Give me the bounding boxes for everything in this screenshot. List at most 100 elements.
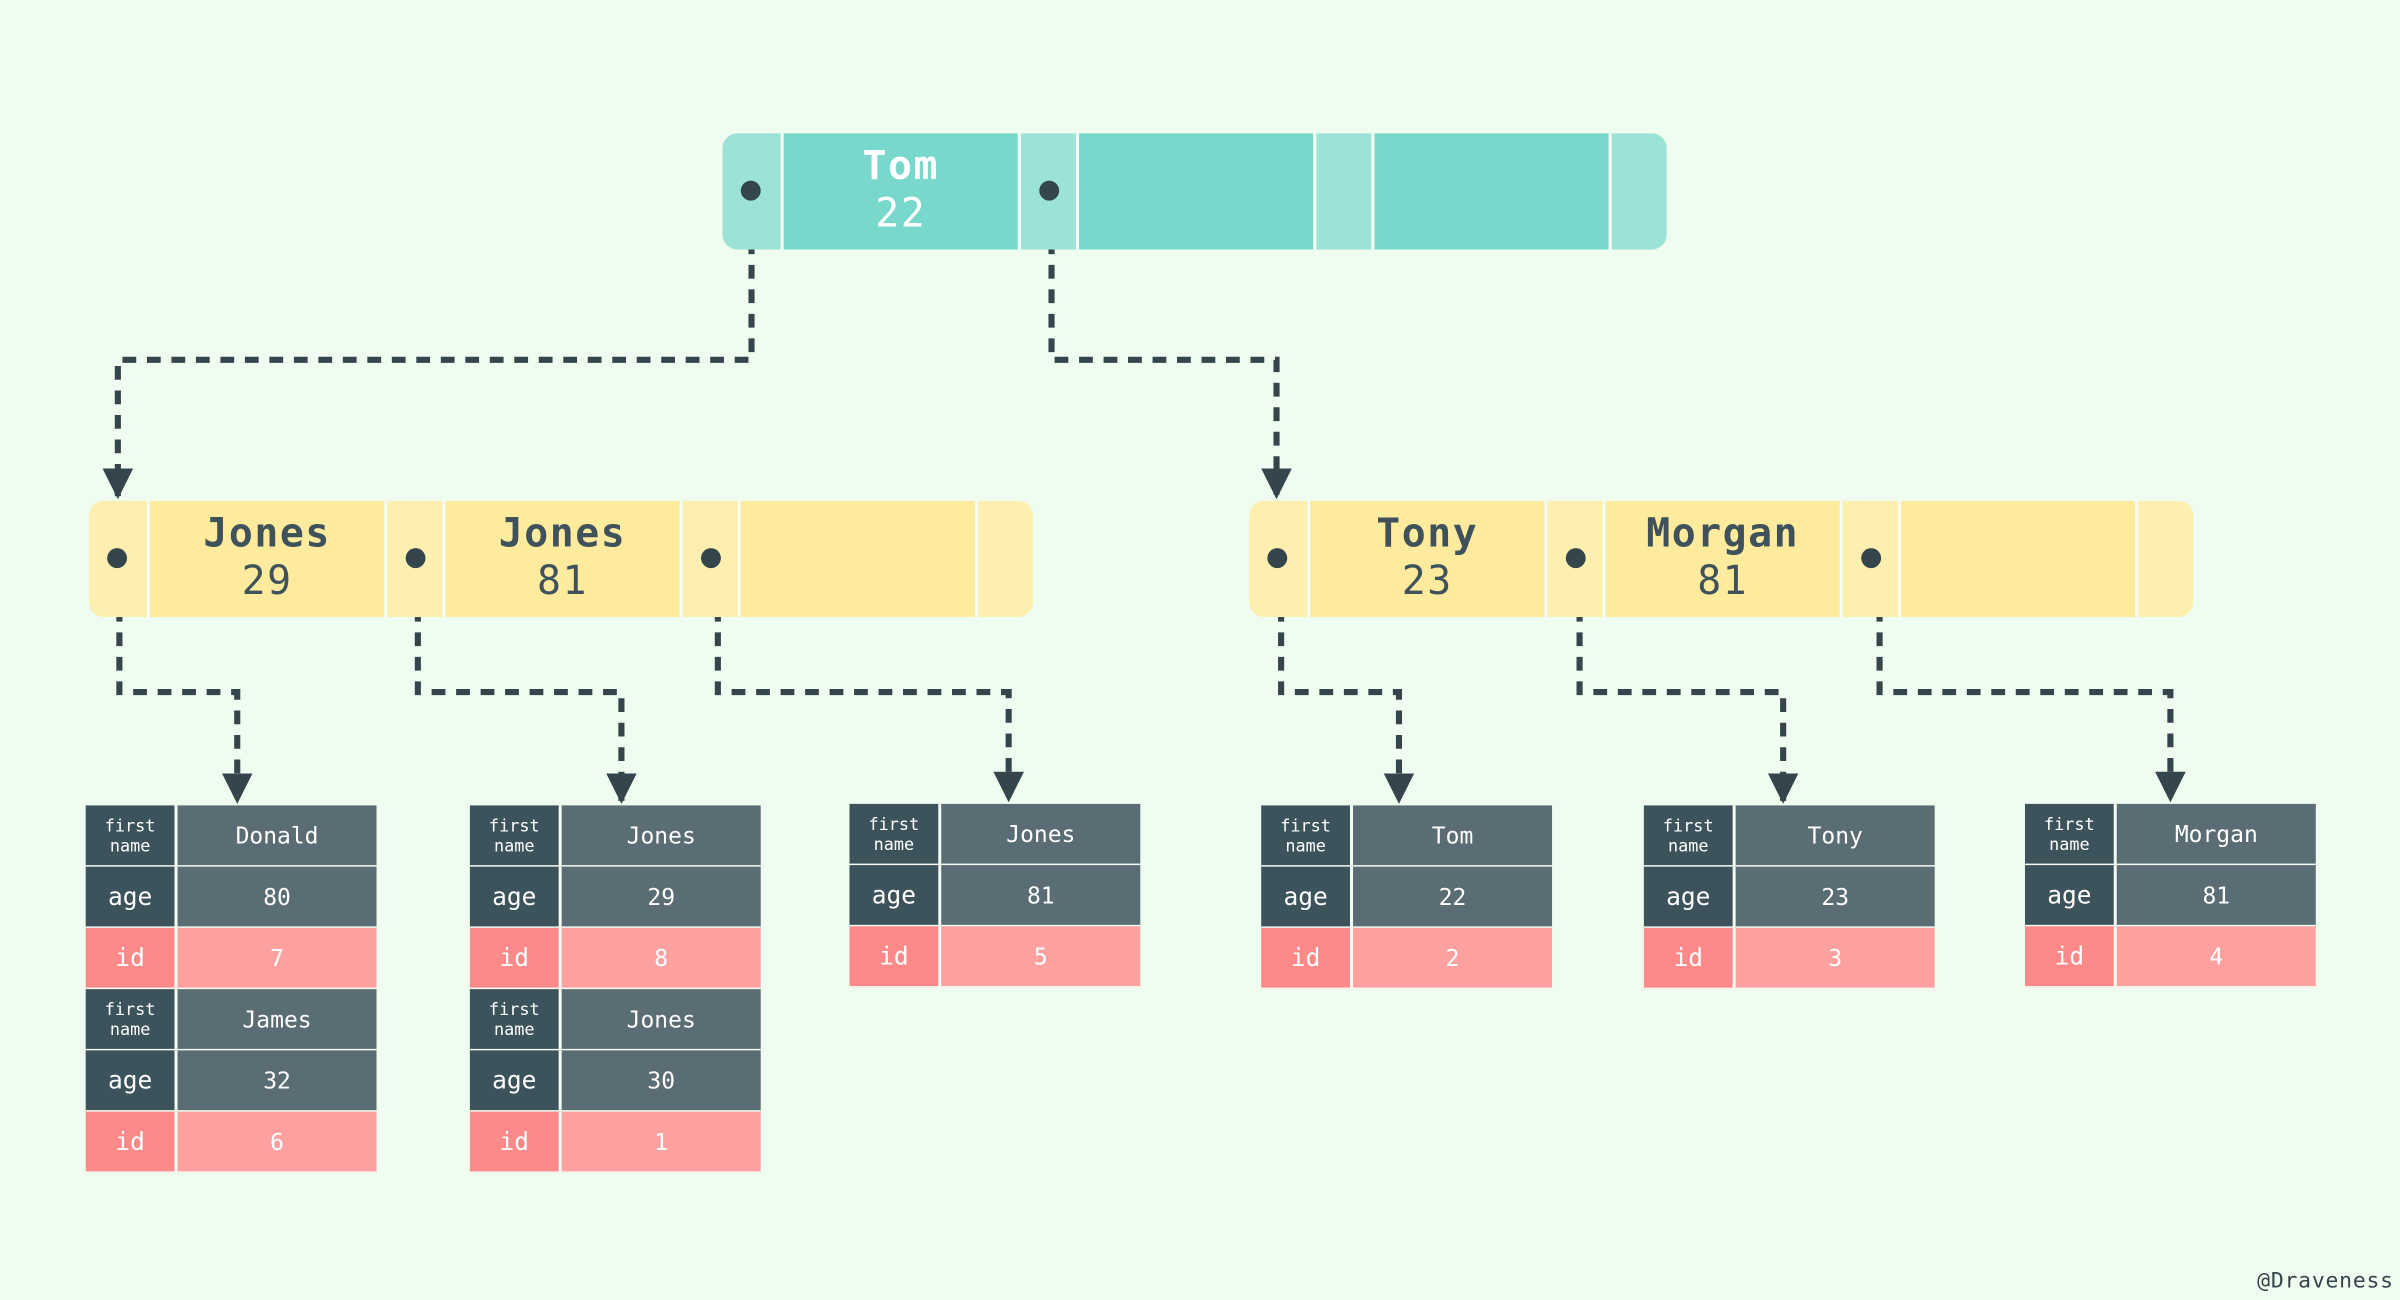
id-label: id: [1643, 927, 1736, 990]
age-value: 22: [1353, 866, 1553, 928]
arrow-root-to-left: [102, 191, 755, 500]
id-label: id: [469, 927, 562, 990]
pointer-dot: [107, 548, 128, 569]
id-label: id: [849, 926, 942, 988]
first-name-value: Morgan: [2116, 803, 2316, 866]
age-value: 81: [941, 865, 1141, 927]
author-credit: @Draveness: [2257, 1269, 2394, 1294]
first-name-value: Jones: [561, 989, 761, 1051]
age-label: age: [849, 865, 942, 927]
pointer-slot: [1017, 133, 1077, 250]
first-name-value: James: [177, 989, 377, 1051]
key-slot: Tony 23: [1307, 500, 1545, 618]
key-slot: Tom 22: [780, 133, 1018, 250]
pointer-slot: [1248, 500, 1308, 618]
age-label: age: [85, 866, 178, 928]
id-value: 1: [561, 1111, 761, 1173]
id-label: id: [85, 927, 178, 990]
key-name: Morgan: [1646, 511, 1800, 558]
id-label: id: [85, 1111, 178, 1173]
pointer-dot: [1267, 548, 1288, 569]
id-value: 3: [1735, 927, 1935, 990]
id-label: id: [2024, 926, 2117, 988]
pointer-slot: [88, 500, 147, 618]
id-value: 5: [941, 926, 1141, 988]
left-child-node: Jones 29 Jones 81: [88, 500, 1034, 618]
id-value: 6: [177, 1111, 377, 1173]
age-label: age: [469, 1050, 562, 1112]
key-name: Jones: [203, 511, 331, 558]
arrow-root-to-right: [1048, 191, 1292, 500]
age-value: 30: [561, 1050, 761, 1112]
first-name-value: Tony: [1735, 805, 1935, 867]
first-name-value: Tom: [1353, 805, 1553, 867]
key-slot: [1371, 133, 1609, 250]
root-node: Tom 22: [722, 133, 1667, 250]
key-value: 29: [241, 558, 293, 605]
key-name: Tony: [1376, 511, 1479, 558]
pointer-slot: [722, 133, 781, 250]
pointer-slot: [2135, 500, 2194, 618]
age-value: 81: [2116, 865, 2316, 927]
key-value: 81: [1697, 558, 1749, 605]
key-value: 22: [875, 191, 927, 238]
age-label: age: [1643, 866, 1736, 928]
key-slot: Jones 29: [146, 500, 385, 618]
right-child-node: Tony 23 Morgan 81: [1248, 500, 2194, 618]
arrow-right-to-rec6: [1876, 558, 2186, 803]
age-label: age: [2024, 865, 2117, 927]
id-value: 7: [177, 927, 377, 990]
key-slot: Jones 81: [442, 500, 680, 618]
age-value: 23: [1735, 866, 1935, 928]
key-slot: Morgan 81: [1602, 500, 1840, 618]
pointer-dot: [405, 548, 426, 569]
pointer-slot: [1608, 133, 1667, 250]
key-slot: [1897, 500, 2136, 618]
arrow-right-to-rec4: [1278, 558, 1415, 804]
id-value: 4: [2116, 926, 2316, 988]
first-name-value: Donald: [177, 805, 377, 867]
key-name: Jones: [498, 511, 627, 558]
key-slot: [737, 500, 975, 618]
pointer-slot: [679, 500, 738, 618]
id-value: 8: [561, 927, 761, 990]
id-label: id: [469, 1111, 562, 1173]
age-label: age: [85, 1050, 178, 1112]
key-slot: [1076, 133, 1314, 250]
key-value: 23: [1401, 558, 1453, 605]
